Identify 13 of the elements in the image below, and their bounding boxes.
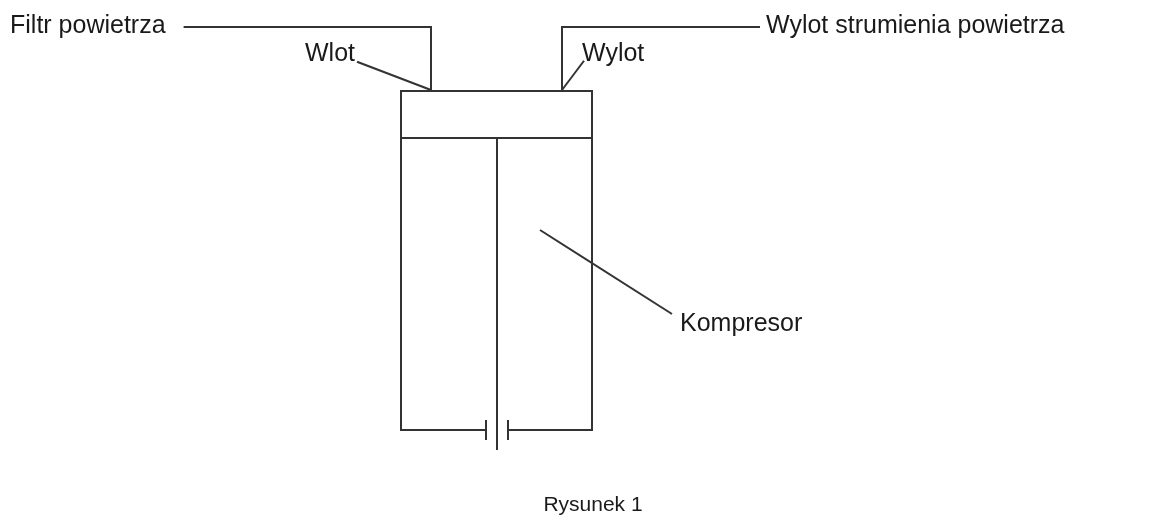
part-label: Kompresor <box>680 308 803 337</box>
leader-line <box>539 229 673 315</box>
compressor-head <box>400 90 593 139</box>
compressor-body-drawing <box>400 137 593 452</box>
part-label: Wlot <box>305 38 355 67</box>
part-label: Wylot strumienia powietrza <box>766 10 1065 39</box>
part-label: Filtr powietrza <box>10 10 166 39</box>
pipe-line <box>182 26 432 91</box>
part-label: Wylot <box>582 38 645 67</box>
leader-line <box>356 60 432 91</box>
figure-caption: Rysunek 1 <box>542 492 644 516</box>
pipe-line <box>561 26 761 91</box>
leader-line <box>561 59 585 91</box>
